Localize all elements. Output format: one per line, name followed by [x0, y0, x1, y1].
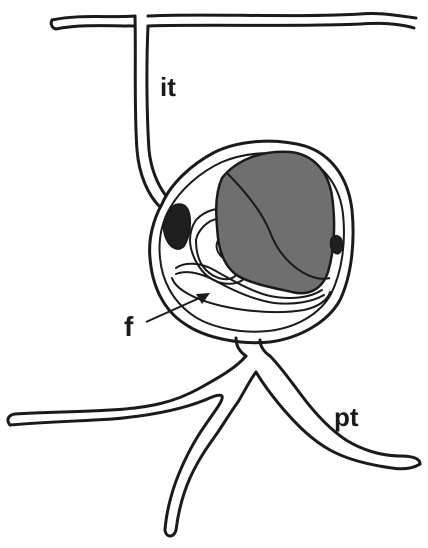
- shaded-body: [216, 152, 334, 293]
- vertical-tube-it: [135, 16, 166, 207]
- label-f: f: [124, 311, 134, 342]
- lower-tubes-pt: [8, 338, 420, 536]
- dark-blob-right: [331, 236, 342, 254]
- label-pt: pt: [334, 402, 359, 432]
- label-it: it: [160, 72, 176, 102]
- upper-tube: [51, 13, 416, 29]
- dark-blob-left: [164, 204, 190, 249]
